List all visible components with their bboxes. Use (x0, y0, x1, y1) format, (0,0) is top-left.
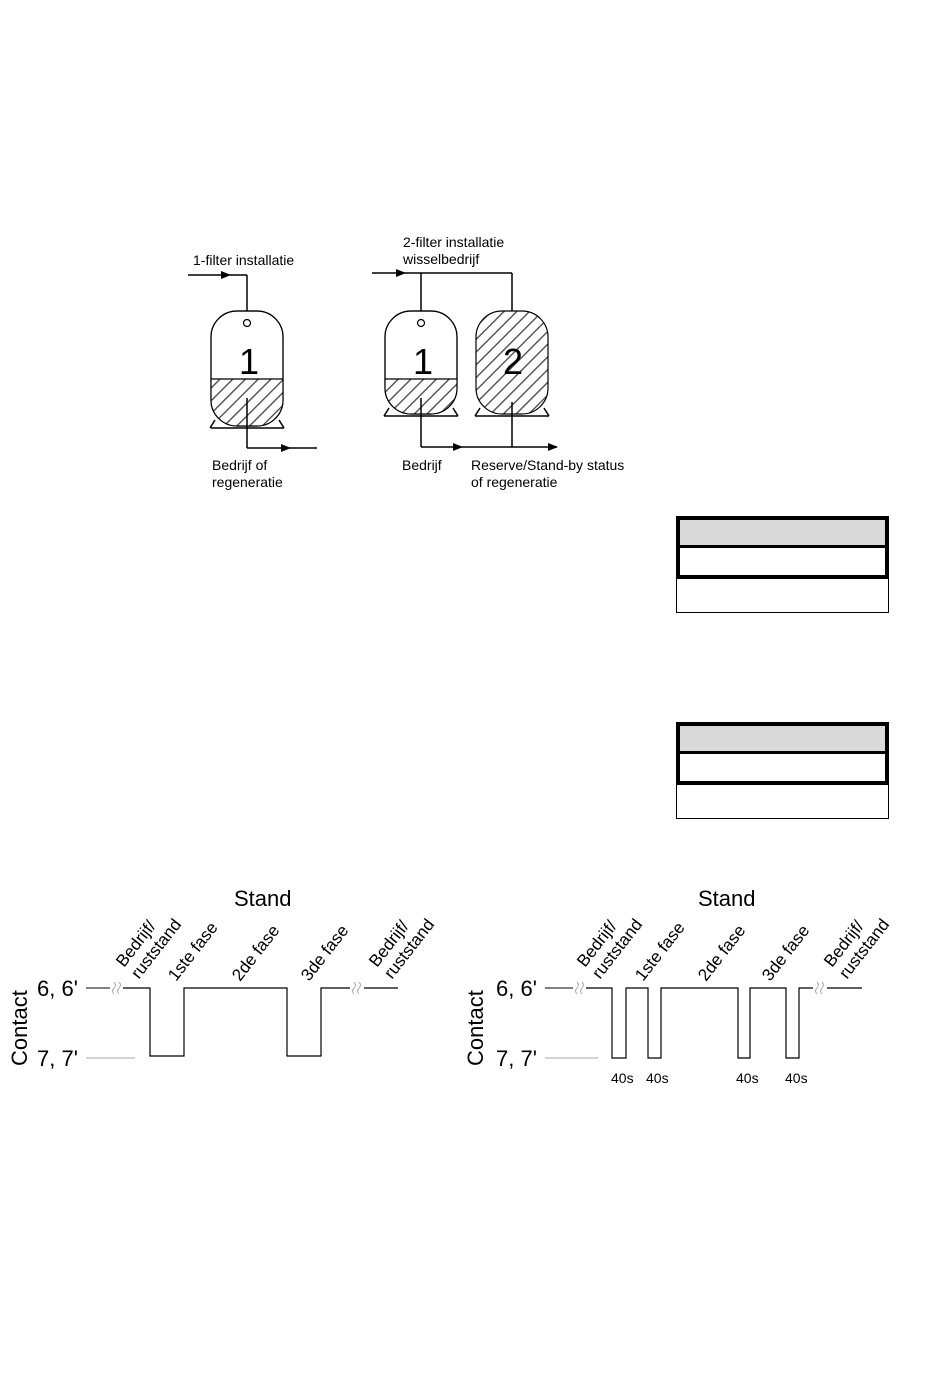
timing-left-low-label: 7, 7' (37, 1046, 78, 1071)
timing-left-phase5: Bedrijf/ ruststand (365, 915, 438, 982)
empty-table-1-header (676, 516, 889, 547)
empty-table-1 (676, 516, 889, 613)
single-filter-title: 1-filter installatie (193, 252, 294, 268)
timing-right-signal (586, 987, 862, 1059)
timing-left-signal (123, 987, 398, 1057)
timing-left-phase4: 3de fase (297, 921, 352, 984)
timing-right-low-label: 7, 7' (496, 1046, 537, 1071)
double-tank-1 (383, 310, 459, 417)
empty-table-1-row-2 (676, 579, 889, 613)
single-outlet-label-line1: Bedrijf of (212, 457, 267, 473)
timing-diagram-left: Stand Contact 6, 6' 7, 7' Bedrijf/ rusts… (7, 886, 438, 1071)
timing-left-header: Stand (234, 886, 292, 911)
single-distributor-icon (242, 318, 252, 328)
empty-table-2-row-1 (676, 752, 889, 785)
timing-right-pulse-label-4: 40s (785, 1070, 808, 1086)
timing-right-axis-label: Contact (463, 990, 488, 1066)
single-filter-diagram: 1-filter installatie 1 Bedrijf of regene… (188, 252, 317, 490)
timing-right-pulse-label-1: 40s (611, 1070, 634, 1086)
double-outlet2-label-line1: Reserve/Stand-by status (471, 457, 624, 473)
single-tank-number: 1 (239, 341, 259, 382)
double-filter-title-line1: 2-filter installatie (403, 234, 504, 250)
timing-right-phase4: 3de fase (758, 921, 813, 984)
double-filter-title-line2: wisselbedrijf (402, 251, 479, 267)
empty-table-1-row-1 (676, 546, 889, 579)
timing-right-break-mark-2 (815, 981, 824, 995)
timing-right-header: Stand (698, 886, 756, 911)
timing-right-high-label: 6, 6' (496, 976, 537, 1001)
single-outlet-label-line2: regeneratie (212, 474, 283, 490)
timing-right-phase3: 2de fase (694, 921, 749, 984)
double-tank-2 (474, 310, 550, 417)
empty-table-2-header (676, 722, 889, 753)
double-tank1-number: 1 (413, 341, 433, 382)
empty-table-2-row-2 (676, 785, 889, 819)
timing-right-break-mark-1 (575, 981, 584, 995)
timing-left-break-mark-2 (352, 981, 361, 995)
double-tank2-number: 2 (503, 341, 523, 382)
double-distributor-icon (416, 318, 426, 328)
timing-right-pulse-label-3: 40s (736, 1070, 759, 1086)
double-filter-diagram: 2-filter installatie wisselbedrijf 1 2 (372, 234, 624, 490)
timing-left-high-label: 6, 6' (37, 976, 78, 1001)
timing-left-axis-label: Contact (7, 990, 32, 1066)
timing-right-phase5: Bedrijf/ ruststand (820, 915, 893, 982)
double-outlet1-label: Bedrijf (402, 457, 442, 473)
timing-left-break-mark-1 (112, 981, 121, 995)
timing-right-pulse-label-2: 40s (646, 1070, 669, 1086)
timing-left-phase3: 2de fase (228, 921, 283, 984)
empty-table-2 (676, 722, 889, 819)
timing-diagram-right: Stand Contact 6, 6' 7, 7' 40s 40s 40s 40… (463, 886, 893, 1086)
double-outlet2-label-line2: of regeneratie (471, 474, 558, 490)
